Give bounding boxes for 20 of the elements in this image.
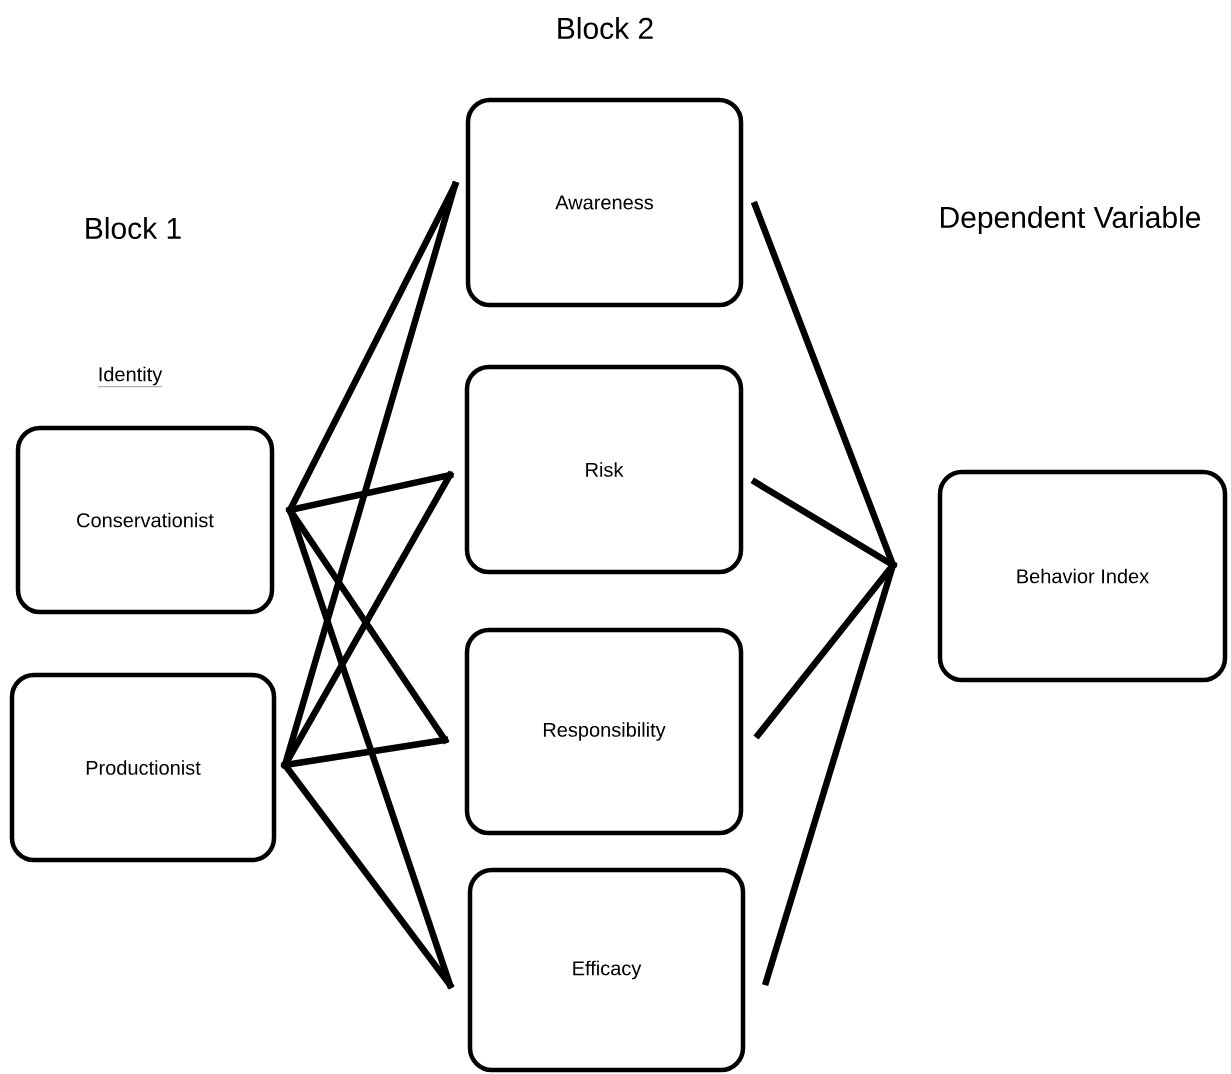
box: Awareness (465, 97, 744, 308)
connector-line (286, 471, 454, 514)
box: Efficacy (467, 867, 746, 1073)
box: Productionist (9, 672, 277, 863)
box: Conservationist (15, 425, 275, 615)
box: Behavior Index (937, 469, 1228, 683)
connector-line (751, 201, 897, 569)
connector-line (286, 506, 449, 744)
box: Responsibility (464, 627, 744, 836)
heading: Block 1 (86, 217, 181, 240)
heading: Dependent Variable (941, 206, 1201, 234)
box: Risk (464, 364, 744, 575)
heading: Identity (97, 366, 163, 387)
connector-line (281, 471, 454, 769)
connector-line (281, 736, 449, 769)
connector-line (754, 561, 897, 739)
heading: Block 2 (558, 17, 653, 39)
connector-line (281, 761, 454, 989)
connector-line (762, 561, 897, 986)
connector-line (286, 506, 454, 989)
